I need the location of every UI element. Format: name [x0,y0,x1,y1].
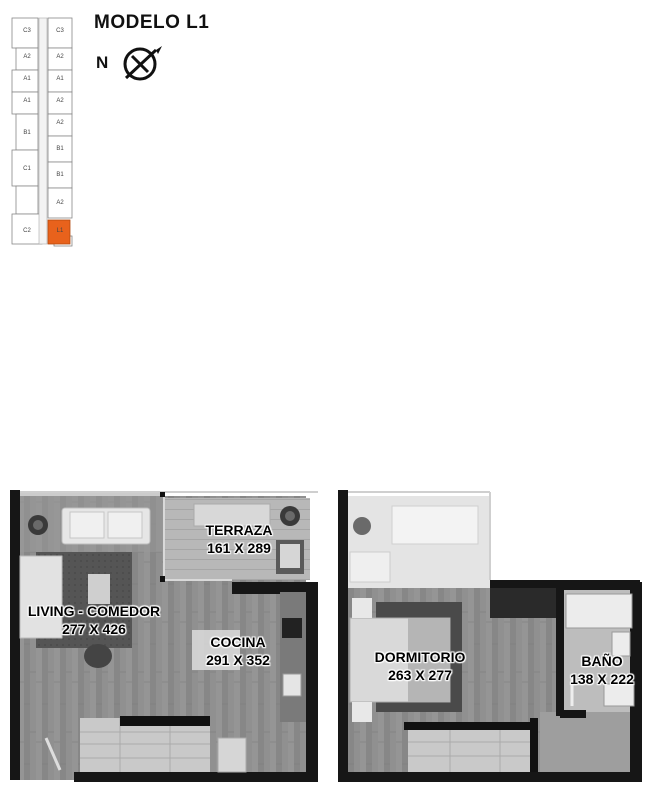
keyplan-unit-label: B1 [56,146,64,152]
keyplan-unit-label: A2 [56,98,64,104]
nightstand [352,702,372,722]
keyplan-unit-label: A2 [56,120,64,126]
keyplan-unit-label: A1 [23,76,31,82]
keyplan-unit [47,161,73,189]
room-name: BAÑO [581,653,623,669]
bathtub [565,593,633,629]
stair-rail [404,722,538,730]
plan-upper-floor [338,490,642,782]
armchair [19,555,63,639]
keyplan-unit-label: A1 [23,98,31,104]
keyplan-unit [47,135,73,163]
wall [560,710,586,718]
cocina-island [192,630,240,670]
room-name: LIVING - COMEDOR [27,603,161,619]
floor-plans [10,490,642,782]
keyplan-unit-label: A2 [23,54,31,60]
keyplan-corridor [38,17,48,245]
wall [306,584,318,780]
coffee-table [88,574,110,604]
stair-rail [530,718,538,772]
stairs [408,728,538,772]
north-label: N [96,53,109,72]
vanity [603,683,635,707]
keyplan-unit [11,213,43,245]
plant-icon [353,517,371,535]
room-name: COCINA [210,634,266,650]
keyplan-unit-label: C2 [23,228,31,234]
label-cocina: COCINA 291 X 352 [188,633,288,669]
plan-ground-floor [10,490,318,782]
toilet [611,631,631,657]
wall [556,580,564,716]
wall [10,490,20,780]
room-dims: 277 X 426 [62,621,126,637]
room-dims: 138 X 222 [570,671,634,687]
wall-dark [490,588,556,618]
stair-rail [120,716,210,726]
keyplan-unit [11,149,39,187]
room-name: DORMITORIO [374,649,466,665]
cooktop [282,618,302,638]
keyplan-unit-label: C3 [23,28,31,34]
room-dims: 161 X 289 [207,540,271,556]
keyplan-unit [15,185,39,215]
keyplan-unit-label: C1 [23,166,31,172]
keyplan-unit-label: B1 [23,130,31,136]
keyplan-unit-highlight [47,219,71,245]
terrace-sofa [193,503,271,527]
wall [490,580,640,590]
keyplan-unit-label: B1 [56,172,64,178]
label-dormitorio: DORMITORIO 263 X 277 [360,648,480,684]
keyplan-unit [11,17,39,49]
label-living-comedor: LIVING - COMEDOR 277 X 426 [10,602,178,638]
keyplan-unit-label: L1 [57,228,64,234]
sink [282,673,302,697]
label-terraza: TERRAZA 161 X 289 [189,521,289,557]
cabinet [217,737,247,773]
room-dims: 291 X 352 [206,652,270,668]
wall [346,772,638,782]
entry-door [44,737,62,771]
wall [74,772,318,782]
keyplan-unit [47,17,73,49]
wall [232,582,318,594]
keyplan-unit-label: C3 [56,28,64,34]
kitchen-counter [280,592,306,722]
compass-icon [123,46,162,81]
wall [338,490,348,782]
keyplan-unit-label: A2 [56,54,64,60]
stairs [80,718,210,772]
keyplan-unit [47,187,73,219]
label-bano: BAÑO 138 X 222 [560,652,644,688]
room-dims: 263 X 277 [388,667,452,683]
wall [630,582,642,782]
keyplan-unit-label: A2 [56,200,64,206]
model-title: MODELO L1 [94,12,210,33]
room-name: TERRAZA [205,522,273,538]
stair-floor [540,712,638,778]
nightstand [352,598,372,618]
keyplan-unit-label: A1 [56,76,64,82]
dining-chair [84,644,112,668]
